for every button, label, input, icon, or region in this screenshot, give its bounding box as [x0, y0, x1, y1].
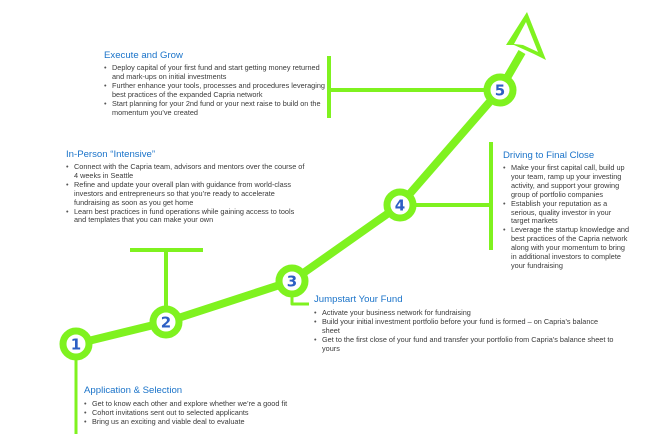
- connector-stage-5: [327, 56, 490, 118]
- stage-bullets: Make your first capital call, build up y…: [503, 163, 631, 271]
- stage-application-and-selection: Application & Selection Get to know each…: [84, 385, 344, 427]
- stage-driving-to-final-close: Driving to Final Close Make your first c…: [503, 150, 631, 271]
- connector-stage-2: [130, 248, 203, 313]
- stage-bullets: Connect with the Capria team, advisors a…: [66, 162, 308, 226]
- bullet-item: Get to know each other and explore wheth…: [84, 399, 344, 409]
- stage-title: In-Person “Intensive”: [66, 149, 156, 160]
- milestone-node-5: 5: [483, 73, 517, 107]
- stage-jumpstart-your-fund: Jumpstart Your Fund Activate your busine…: [314, 294, 614, 354]
- bullet-item: Refine and update your overall plan with…: [66, 180, 308, 208]
- stage-bullets: Get to know each other and explore wheth…: [84, 399, 344, 427]
- bullet-item: Bring us an exciting and viable deal to …: [84, 417, 344, 427]
- bullet-item: Deploy capital of your first fund and st…: [104, 63, 326, 82]
- milestone-number: 4: [395, 197, 405, 215]
- milestone-number: 1: [71, 336, 81, 354]
- milestone-number: 3: [287, 273, 297, 291]
- stage-title: Driving to Final Close: [503, 150, 595, 161]
- bullet-item: Start planning for your 2nd fund or your…: [104, 99, 326, 118]
- bullet-item: Further enhance your tools, processes an…: [104, 81, 326, 100]
- milestone-node-4: 4: [383, 188, 417, 222]
- bullet-item: Build your initial investment portfolio …: [314, 317, 614, 336]
- bullet-item: Establish your reputation as a serious, …: [503, 199, 631, 227]
- stage-execute-and-grow: Execute and Grow Deploy capital of your …: [104, 50, 326, 117]
- stage-in-person-intensive: In-Person “Intensive” Connect with the C…: [66, 149, 308, 225]
- stage-title: Jumpstart Your Fund: [314, 294, 403, 305]
- milestone-node-2: 2: [149, 305, 183, 339]
- bullet-item: Leverage the startup knowledge and best …: [503, 225, 631, 271]
- milestone-number: 5: [495, 82, 505, 100]
- milestone-number: 2: [161, 314, 171, 332]
- bullet-item: Cohort invitations sent out to selected …: [84, 408, 344, 418]
- stage-bullets: Activate your business network for fundr…: [314, 308, 614, 354]
- connector-stage-4: [410, 142, 493, 250]
- milestone-node-1: 1: [59, 327, 93, 361]
- stage-title: Execute and Grow: [104, 50, 183, 61]
- bullet-item: Connect with the Capria team, advisors a…: [66, 162, 308, 181]
- bullet-item: Get to the first close of your fund and …: [314, 335, 614, 354]
- milestone-node-3: 3: [275, 264, 309, 298]
- bullet-item: Make your first capital call, build up y…: [503, 163, 631, 200]
- bullet-item: Activate your business network for fundr…: [314, 308, 614, 318]
- stage-title: Application & Selection: [84, 385, 183, 396]
- stage-bullets: Deploy capital of your first fund and st…: [104, 63, 326, 118]
- bullet-item: Learn best practices in fund operations …: [66, 207, 308, 226]
